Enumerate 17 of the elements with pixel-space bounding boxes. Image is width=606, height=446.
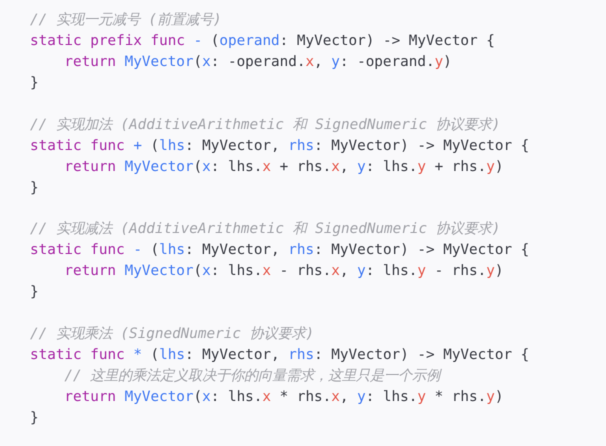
code-comment: // 实现乘法 (SignedNumeric 协议要求): [30, 325, 314, 343]
code-line: }: [30, 283, 39, 301]
code-line: }: [30, 179, 39, 197]
code-line: return MyVector(x: lhs.x - rhs.x, y: lhs.y - rhs.y): [64, 262, 504, 280]
code-comment: // 实现加法 (AdditiveArithmetic 和 SignedNumeric 协议要求): [30, 116, 500, 134]
code-line: static func * (lhs: MyVector, rhs: MyVector) -> MyVector {: [30, 346, 530, 364]
code-comment: // 实现一元减号 (前置减号): [30, 11, 222, 29]
code-comment: // 实现减法 (AdditiveArithmetic 和 SignedNumeric 协议要求): [30, 220, 500, 238]
code-line: }: [30, 74, 39, 92]
code-line: return MyVector(x: -operand.x, y: -operand.y): [64, 53, 452, 71]
code-line: static func - (lhs: MyVector, rhs: MyVector) -> MyVector {: [30, 241, 530, 259]
code-line: static func + (lhs: MyVector, rhs: MyVector) -> MyVector {: [30, 137, 530, 155]
code-line: return MyVector(x: lhs.x * rhs.x, y: lhs.y * rhs.y): [64, 388, 504, 406]
code-line: }: [30, 409, 39, 427]
code-line: static prefix func - (operand: MyVector) -> MyVector {: [30, 32, 495, 50]
code-comment: // 这里的乘法定义取决于你的向量需求，这里只是一个示例: [64, 367, 440, 385]
code-line: return MyVector(x: lhs.x + rhs.x, y: lhs.y + rhs.y): [64, 158, 504, 176]
